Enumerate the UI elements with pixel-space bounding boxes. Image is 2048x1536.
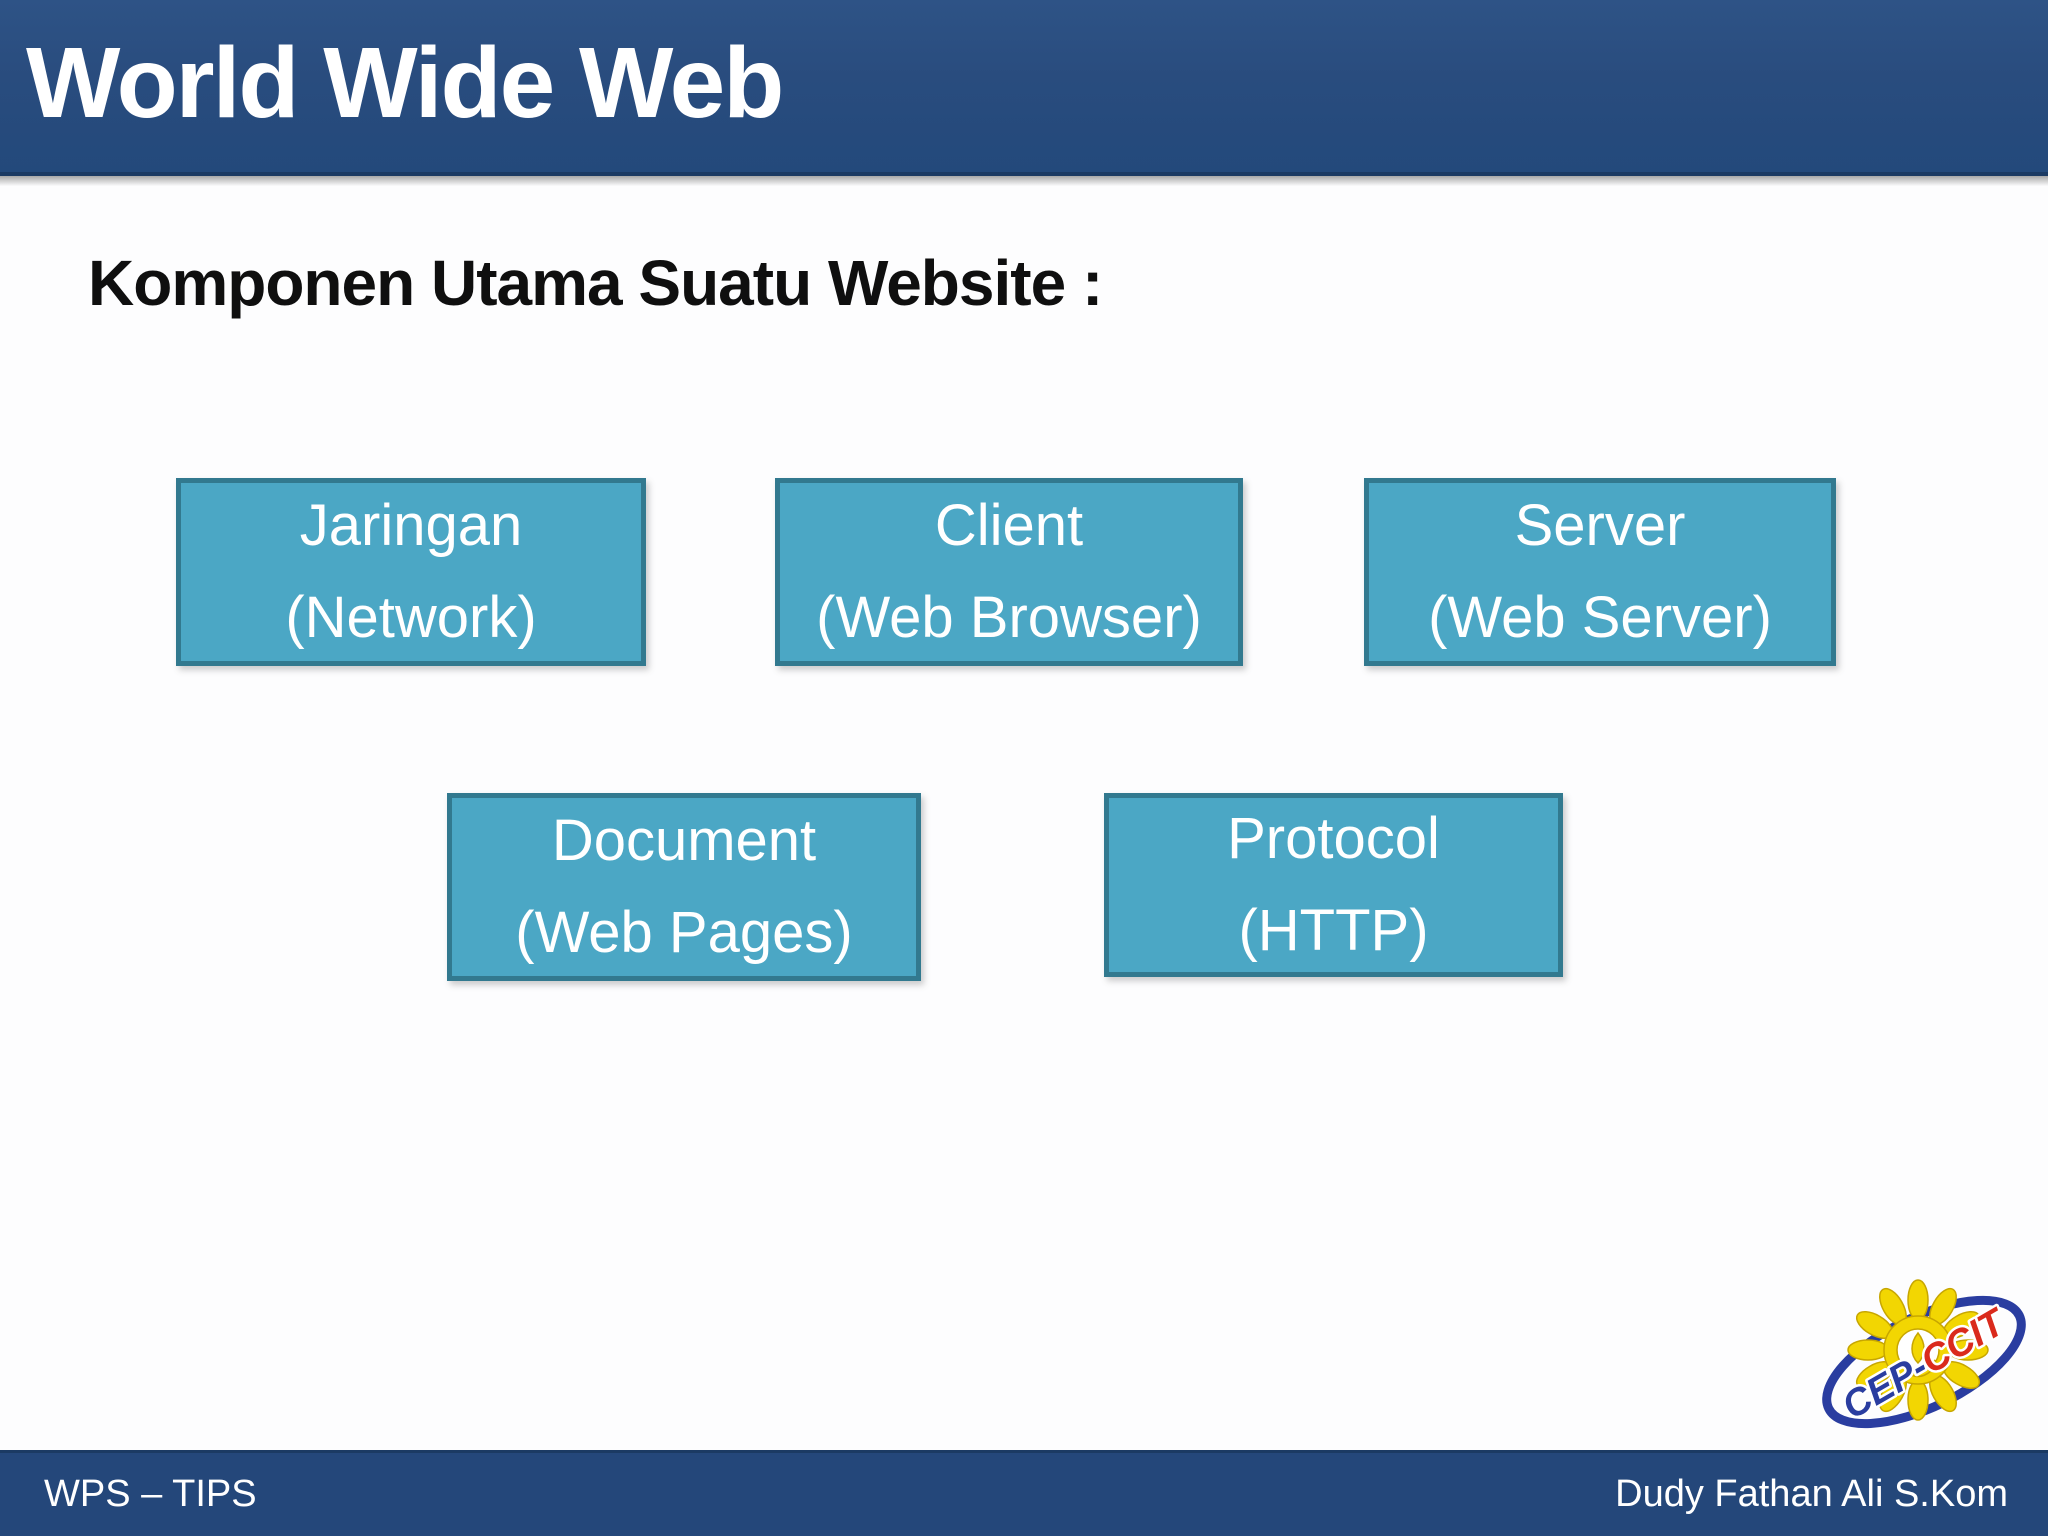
slide-footer-band: WPS – TIPS Dudy Fathan Ali S.Kom xyxy=(0,1450,2048,1536)
footer-right-text: Dudy Fathan Ali S.Kom xyxy=(1615,1473,2008,1515)
box-label-line1: Protocol xyxy=(1227,806,1440,872)
slide-subtitle: Komponen Utama Suatu Website : xyxy=(88,247,1103,319)
component-box-client-web-browser: Client (Web Browser) xyxy=(775,478,1243,666)
box-label-line1: Server xyxy=(1514,493,1686,559)
component-box-protocol-http: Protocol (HTTP) xyxy=(1104,793,1563,977)
slide-header-band: World Wide Web xyxy=(0,0,2048,176)
box-label-line1: Client xyxy=(934,493,1084,559)
header-shadow-line xyxy=(0,176,2048,188)
box-label-line1: Jaringan xyxy=(299,493,523,559)
footer-left-text: WPS – TIPS xyxy=(44,1473,257,1515)
box-label-line2: (Web Server) xyxy=(1428,585,1772,650)
component-box-jaringan-network: Jaringan (Network) xyxy=(176,478,646,666)
component-box-server-web-server: Server (Web Server) xyxy=(1364,478,1836,666)
box-label-line1: Document xyxy=(551,808,817,874)
box-label-line2: (HTTP) xyxy=(1238,898,1429,963)
logo-makara-flower xyxy=(1847,1279,1989,1421)
box-label-line2: (Web Pages) xyxy=(515,900,853,965)
cep-ccit-makara-logo-icon: CEP-CCIT xyxy=(1812,1278,2048,1446)
slide-title: World Wide Web xyxy=(26,27,784,139)
box-label-line2: (Network) xyxy=(285,585,537,650)
box-label-line2: (Web Browser) xyxy=(816,585,1202,650)
component-box-document-web-pages: Document (Web Pages) xyxy=(447,793,921,981)
